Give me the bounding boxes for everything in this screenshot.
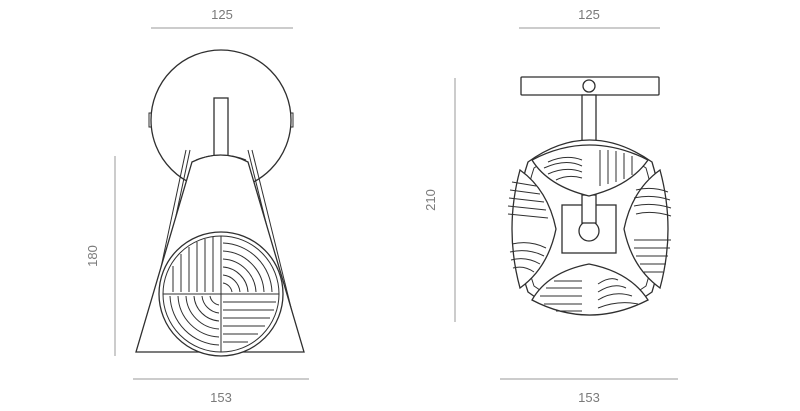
dim-front-bottom-label: 153 xyxy=(578,390,600,405)
mount-rod xyxy=(213,97,229,165)
center-knob xyxy=(578,220,600,242)
dim-side-top-label: 125 xyxy=(211,7,233,22)
diffuser-disc xyxy=(158,231,284,357)
disc-bottom xyxy=(531,263,649,316)
dim-front-top-label: 125 xyxy=(578,7,600,22)
dim-side-bottom: 153 xyxy=(133,378,309,405)
disc-top xyxy=(531,144,649,197)
dim-front-height-label: 210 xyxy=(423,189,438,211)
dim-side-top: 125 xyxy=(151,7,293,29)
mounting-screw xyxy=(582,79,596,93)
dim-side-bottom-label: 153 xyxy=(210,390,232,405)
disc-left xyxy=(507,168,557,290)
dim-front-top: 125 xyxy=(519,7,660,29)
dim-side-height: 180 xyxy=(85,156,116,356)
front-view: 125 210 153 xyxy=(423,7,678,405)
dim-side-height-label: 180 xyxy=(85,245,100,267)
dim-front-height: 210 xyxy=(423,78,456,322)
disc-right xyxy=(623,168,672,290)
side-view: 125 180 153 xyxy=(85,7,309,405)
dim-front-bottom: 153 xyxy=(500,378,678,405)
